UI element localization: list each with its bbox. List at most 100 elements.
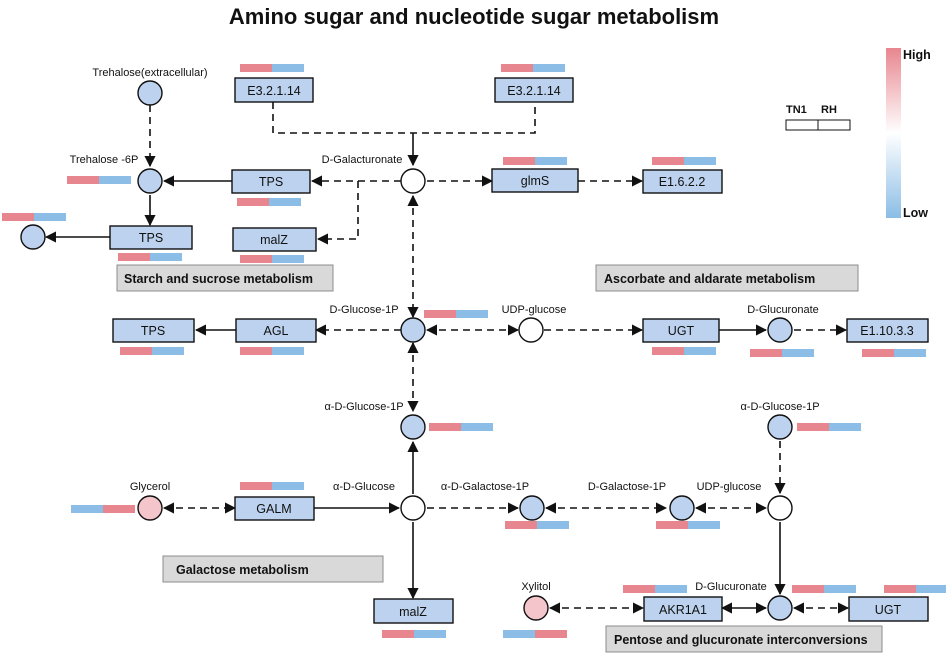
enzyme-label-tps-mid: TPS <box>259 175 283 189</box>
expr-bar-agl <box>240 347 304 355</box>
pathway-label-starch: Starch and sucrose metabolism <box>124 272 313 286</box>
label-trehalose-ext: Trehalose(extracellular) <box>92 67 207 79</box>
compound-trehalose-ext[interactable] <box>137 80 163 106</box>
label-alpha-d-glucose-1p: α-D-Glucose-1P <box>324 401 403 413</box>
compound-alpha-d-glucose-1p-right[interactable] <box>767 414 793 440</box>
compound-d-glucuronate-top[interactable] <box>767 317 793 343</box>
label-xylitol: Xylitol <box>521 581 550 593</box>
expr-bar-tps-left <box>118 253 182 261</box>
enzyme-ugt-top[interactable] <box>642 318 720 343</box>
compound-trehalose-6p[interactable] <box>137 168 163 194</box>
compound-udp-glucose-top[interactable] <box>518 317 544 343</box>
expr-bar-glycerol <box>71 505 135 513</box>
expr-bar-xylitol <box>503 630 567 638</box>
expr-bar-malz-bottom <box>382 630 446 638</box>
enzyme-e1-6-2-2[interactable] <box>642 169 723 194</box>
enzymes: E3.2.1.14 E3.2.1.14 TPS malZ TPS glmS E1… <box>109 77 929 624</box>
enzyme-label-malz-bottom: malZ <box>399 605 427 619</box>
enzyme-e3-2-1-14-left[interactable] <box>234 77 314 103</box>
enzyme-glms[interactable] <box>491 168 579 193</box>
compound-udp-glucose-bottom[interactable] <box>767 495 793 521</box>
enzyme-label-tps-row: TPS <box>141 324 165 338</box>
pathway-box-starch[interactable] <box>116 264 334 292</box>
label-d-glucose-1p: D-Glucose-1P <box>329 304 398 316</box>
expr-bar-e3-right <box>501 64 565 72</box>
compound-labels: Trehalose(extracellular) Trehalose -6P D… <box>70 67 820 593</box>
pathway-box-pentose[interactable] <box>605 625 883 653</box>
edges <box>44 102 850 614</box>
enzyme-ugt-bottom[interactable] <box>848 596 929 622</box>
edge-galacturonate-to-malz <box>316 181 359 245</box>
label-glycerol: Glycerol <box>130 481 170 493</box>
legend-gradient-bar <box>886 48 901 218</box>
compound-glycerol[interactable] <box>137 495 163 521</box>
expression-bars <box>2 64 946 638</box>
label-udp-glucose-top: UDP-glucose <box>502 304 567 316</box>
expr-bar-tps-row <box>120 347 184 355</box>
expr-bar-e1622 <box>652 157 716 165</box>
pathway-boxes: Starch and sucrose metabolism Ascorbate … <box>116 264 883 653</box>
compound-alpha-d-glucose-1p[interactable] <box>400 414 426 440</box>
expr-bar-e3-left <box>240 64 304 72</box>
compound-alpha-d-glucose[interactable] <box>400 495 426 521</box>
expr-bar-trehalose-6p <box>67 176 131 184</box>
compound-alpha-d-galactose-1p[interactable] <box>519 495 545 521</box>
expr-bar-d-glucose-1p <box>424 310 488 318</box>
compound-trehalose-out[interactable] <box>20 224 46 250</box>
enzyme-malz-bottom[interactable] <box>373 598 454 624</box>
enzyme-label-tps-left: TPS <box>139 231 163 245</box>
legend-cell-tn1 <box>785 119 819 131</box>
pathway-label-pentose: Pentose and glucuronate interconversions <box>614 633 868 647</box>
enzyme-malz-top[interactable] <box>232 227 317 252</box>
pathway-label-galactose: Galactose metabolism <box>176 563 309 577</box>
enzyme-akr1a1[interactable] <box>643 596 723 622</box>
enzyme-e3-2-1-14-right[interactable] <box>494 77 574 103</box>
pathway-box-ascorbate[interactable] <box>595 264 859 292</box>
legend-high-label: High <box>903 48 931 62</box>
expr-bar-galm <box>240 482 304 490</box>
expr-bar-trehalose-out <box>2 213 66 221</box>
enzyme-agl[interactable] <box>235 318 317 343</box>
label-udp-glucose-bottom: UDP-glucose <box>697 481 762 493</box>
enzyme-tps-mid[interactable] <box>231 169 311 194</box>
compounds <box>20 80 793 621</box>
expr-bar-alpha-d-glucose-1p <box>429 423 493 431</box>
legend-low-label: Low <box>903 206 928 220</box>
enzyme-tps-row[interactable] <box>112 318 195 343</box>
label-alpha-d-glucose-1p-right: α-D-Glucose-1P <box>740 401 819 413</box>
enzyme-label-agl: AGL <box>263 324 288 338</box>
expr-bar-d-galactose-1p <box>656 521 720 529</box>
compound-d-galacturonate[interactable] <box>400 168 426 194</box>
label-trehalose-6p: Trehalose -6P <box>70 154 139 166</box>
expr-bar-alpha-d-galactose-1p <box>505 521 569 529</box>
expr-bar-glms <box>503 157 567 165</box>
enzyme-label-ugt-bottom: UGT <box>875 603 902 617</box>
compound-xylitol[interactable] <box>523 595 549 621</box>
expr-bar-malz-top <box>237 198 301 206</box>
enzyme-galm[interactable] <box>234 496 315 521</box>
expr-bar-d-glucuronate-top <box>750 349 814 357</box>
enzyme-label-galm: GALM <box>256 502 291 516</box>
legend-group-rh: RH <box>821 104 837 116</box>
expr-bar-akr1a1 <box>623 585 687 593</box>
enzyme-tps-left[interactable] <box>109 225 193 250</box>
compound-d-glucuronate-bottom[interactable] <box>767 595 793 621</box>
label-alpha-d-glucose: α-D-Glucose <box>333 481 395 493</box>
compound-d-galactose-1p[interactable] <box>669 495 695 521</box>
enzyme-label-e1622: E1.6.2.2 <box>659 175 706 189</box>
expr-bar-ugt-bottom <box>884 585 946 593</box>
enzyme-label-e3-right: E3.2.1.14 <box>507 84 561 98</box>
diagram-title: Amino sugar and nucleotide sugar metabol… <box>229 4 719 29</box>
enzyme-label-glms: glmS <box>521 174 549 188</box>
enzyme-e1-10-3-3[interactable] <box>846 318 929 343</box>
label-d-galacturonate: D-Galacturonate <box>322 154 403 166</box>
legend: High Low TN1 RH <box>785 48 931 220</box>
pathway-box-galactose[interactable] <box>162 555 384 583</box>
expr-bar-e11033 <box>862 349 926 357</box>
compound-d-glucose-1p[interactable] <box>400 317 426 343</box>
label-alpha-d-galactose-1p: α-D-Galactose-1P <box>441 481 529 493</box>
label-d-glucuronate-top: D-Glucuronate <box>747 304 819 316</box>
enzyme-label-akr1a1: AKR1A1 <box>659 603 707 617</box>
enzyme-label-e11033: E1.10.3.3 <box>860 324 914 338</box>
